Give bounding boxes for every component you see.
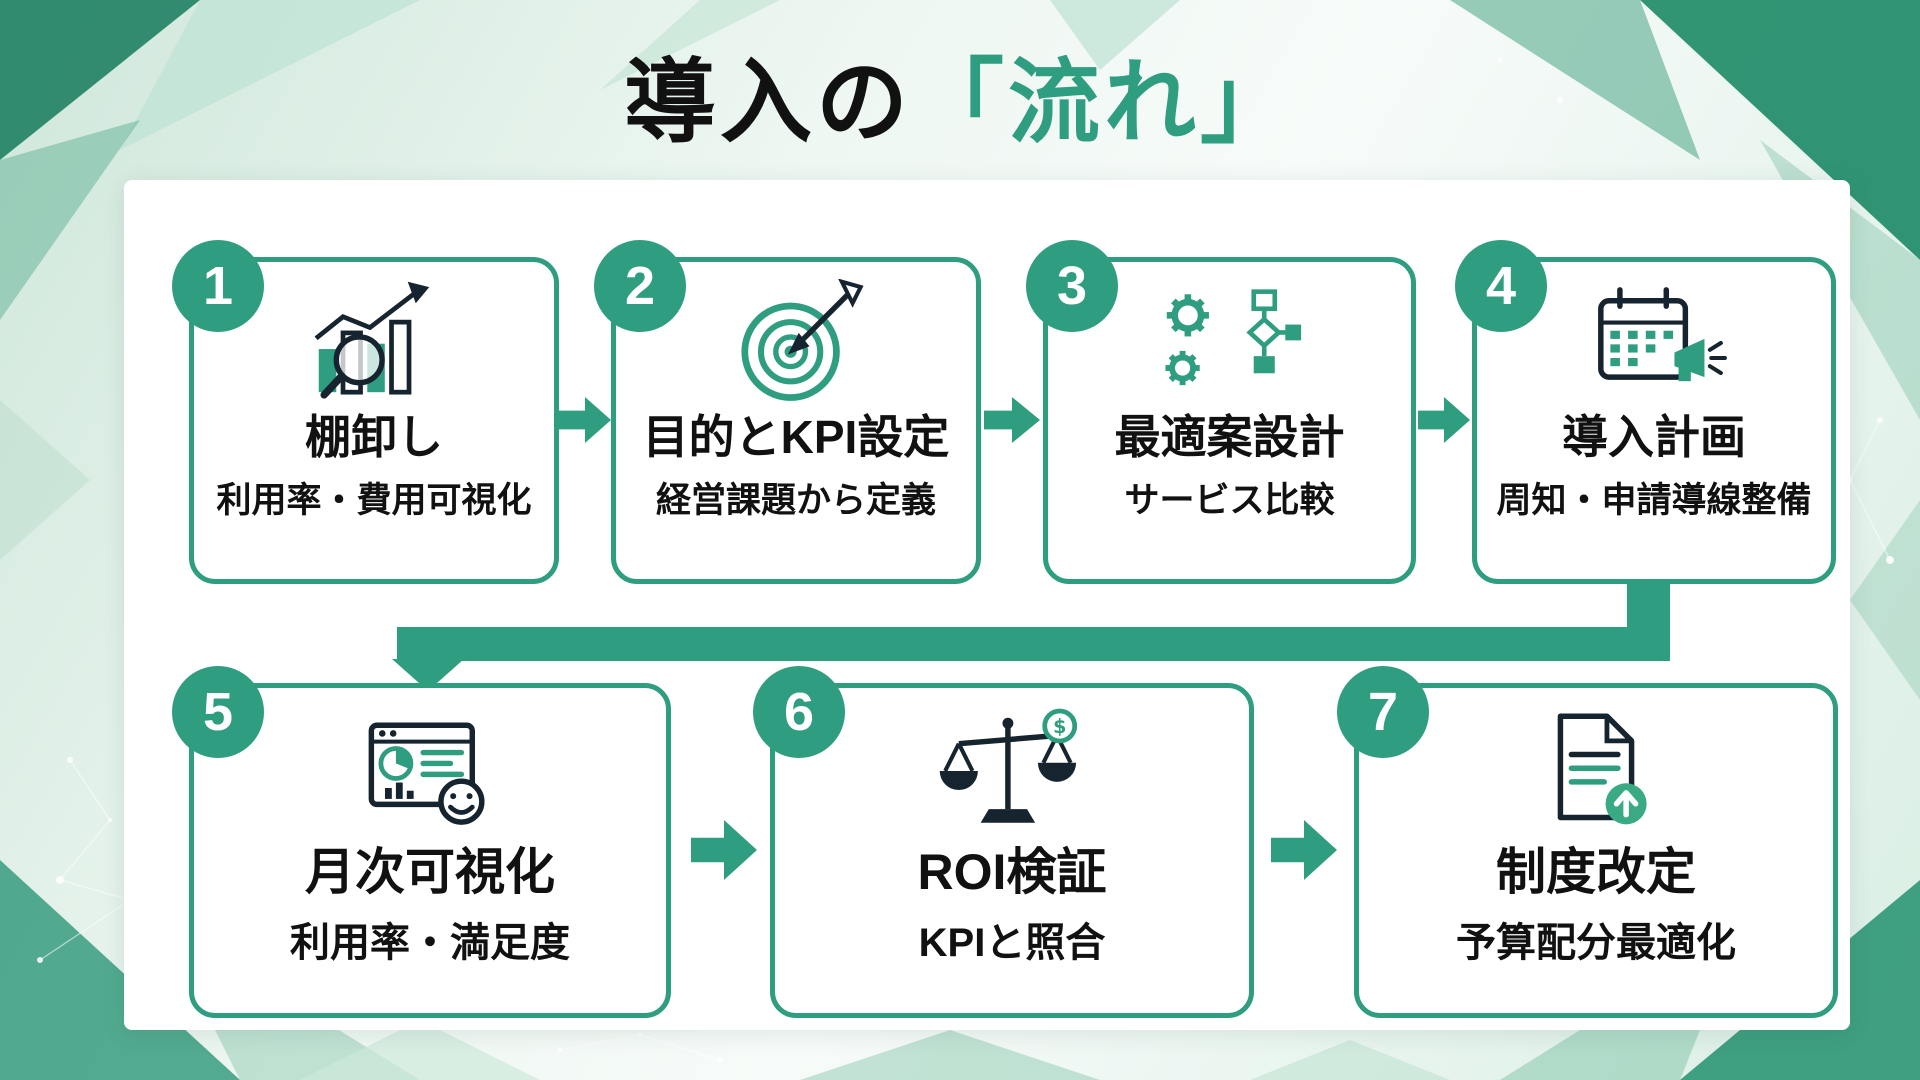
step-number: 3: [1056, 256, 1088, 316]
step-subtitle: 予算配分最適化: [1456, 921, 1736, 965]
step-number-badge: 2: [594, 240, 686, 332]
step-title: 最適案設計: [1114, 411, 1345, 463]
step-subtitle: サービス比較: [1124, 480, 1335, 520]
flow-panel: 1 棚卸し 利用率・費用可視化 2: [124, 180, 1850, 1030]
step-title: 棚卸し: [305, 411, 443, 463]
document-upload-icon: [1526, 702, 1666, 844]
step-card-6: 6 $ ROI検証 KPIと照合: [753, 666, 1254, 1018]
step-number: 7: [1367, 682, 1399, 742]
step-number-badge: 3: [1026, 240, 1118, 332]
step-card-1: 1 棚卸し 利用率・費用可視化: [172, 240, 559, 584]
arrow-right-icon: [691, 820, 757, 880]
arrow-right-icon: [1271, 820, 1337, 880]
step-subtitle: 利用率・満足度: [290, 921, 570, 965]
title-highlight: 「流れ」: [912, 52, 1297, 154]
step-number-badge: 4: [1455, 240, 1547, 332]
calendar-megaphone-icon: [1579, 274, 1729, 412]
step-title: 月次可視化: [305, 844, 555, 900]
gears-flowchart-icon: [1151, 274, 1309, 412]
page-title: 導入の「流れ」: [0, 28, 1920, 161]
step-card-3: 3: [1026, 240, 1416, 584]
svg-text:$: $: [1053, 715, 1066, 738]
arrow-right-icon: [559, 397, 611, 443]
chart-magnifier-icon: [299, 274, 449, 412]
step-card-4: 4: [1455, 240, 1836, 584]
connector-down-stub: [1627, 584, 1670, 634]
step-subtitle: 利用率・費用可視化: [216, 480, 532, 520]
step-title: 制度改定: [1496, 844, 1696, 900]
connector-bar: [397, 627, 1670, 661]
scales-money-icon: $: [937, 702, 1087, 844]
step-title: ROI検証: [917, 844, 1107, 900]
step-number: 2: [624, 256, 656, 316]
step-title: 目的とKPI設定: [642, 411, 950, 463]
step-title: 導入計画: [1562, 411, 1746, 463]
target-arrow-icon: [726, 274, 866, 412]
step-card-2: 2 目的とKPI設定 経営課題から定義: [594, 240, 981, 584]
step-card-5: 5 月次可視化: [172, 666, 671, 1018]
step-number-badge: 5: [172, 666, 264, 758]
step-subtitle: 経営課題から定義: [655, 480, 936, 520]
arrow-right-icon: [984, 397, 1040, 443]
step-number: 5: [202, 682, 234, 742]
step-number-badge: 6: [753, 666, 845, 758]
dashboard-smiley-icon: [355, 702, 505, 844]
step-number-badge: 7: [1337, 666, 1429, 758]
step-number: 4: [1485, 256, 1517, 316]
step-subtitle: KPIと照合: [918, 921, 1106, 965]
step-number: 6: [783, 682, 815, 742]
step-subtitle: 周知・申請導線整備: [1496, 480, 1812, 520]
step-number-badge: 1: [172, 240, 264, 332]
arrow-right-icon: [1418, 397, 1470, 443]
step-number: 1: [202, 256, 234, 316]
title-prefix: 導入の: [623, 52, 912, 154]
step-card-7: 7 制度改定 予算配分最適化: [1337, 666, 1838, 1018]
